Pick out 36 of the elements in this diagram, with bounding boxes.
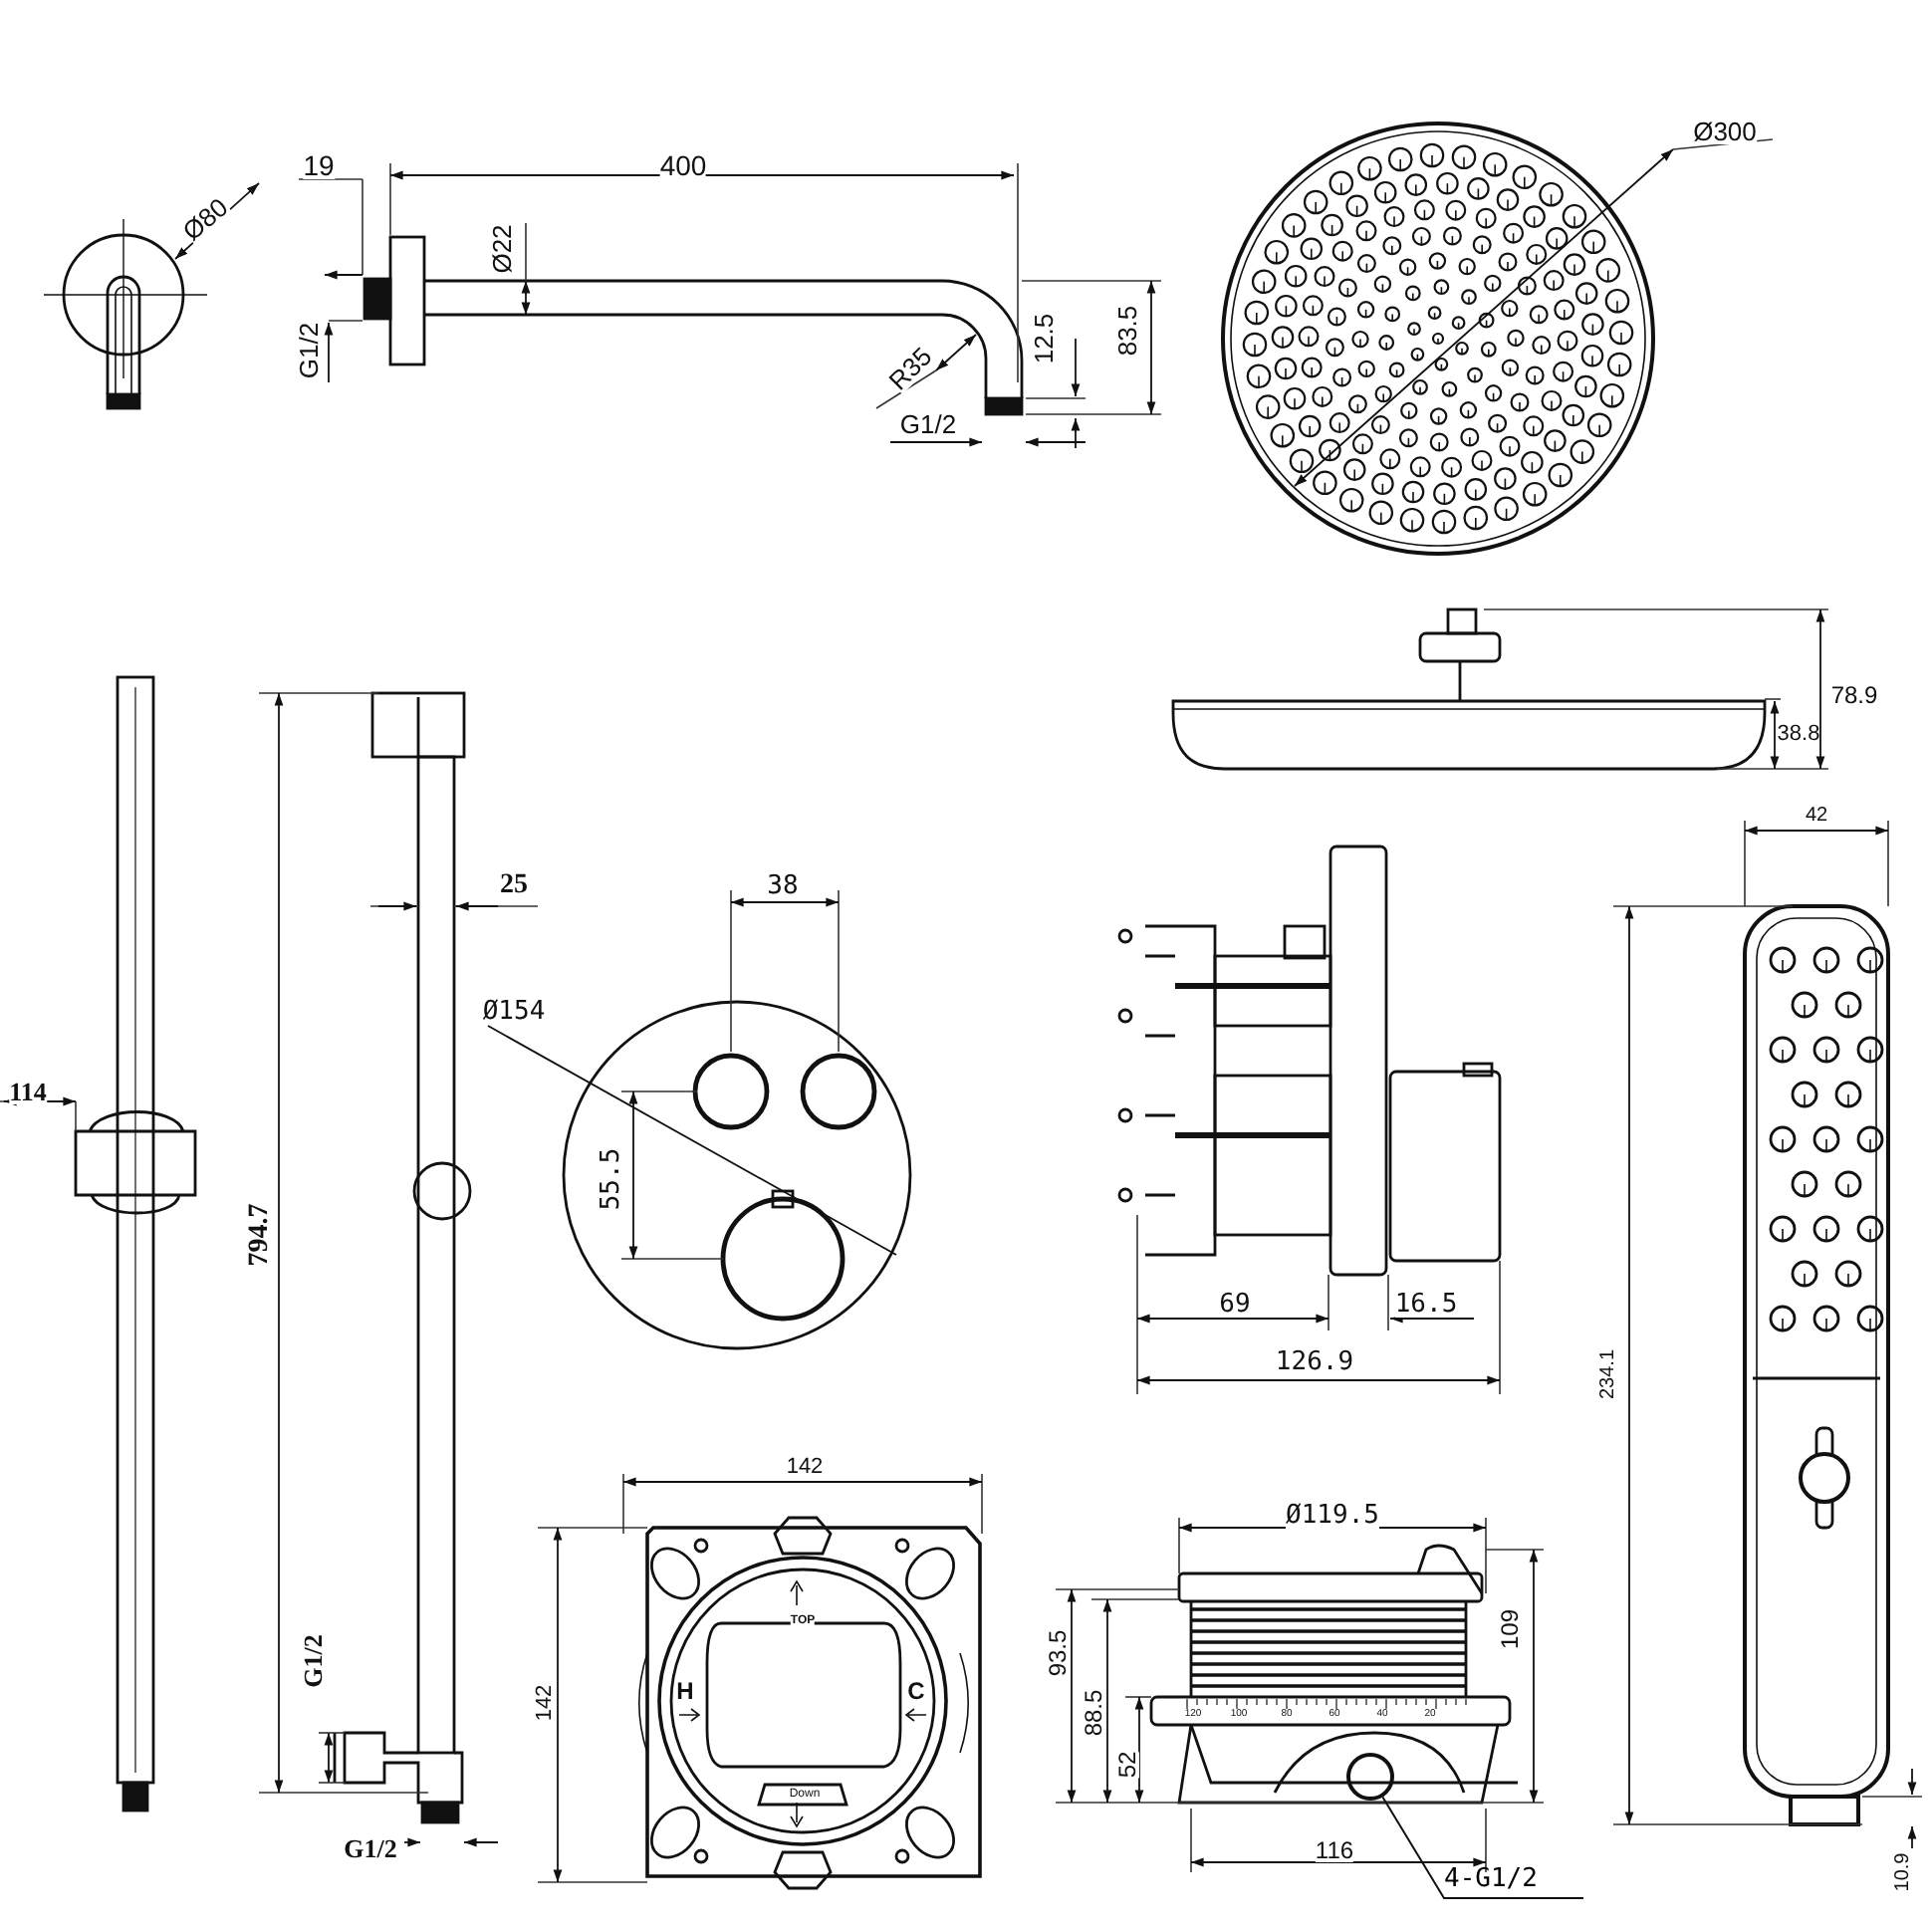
dimension-label: 142	[535, 1684, 557, 1722]
dimension-label: 78.9	[1830, 683, 1878, 707]
dimension-label: 38.8	[1777, 724, 1820, 746]
dimension-label: C	[907, 1679, 925, 1703]
dimension-label: G1/2	[300, 1634, 326, 1688]
dimension-label: 400	[659, 151, 707, 179]
dimension-label: 69	[1219, 1292, 1251, 1318]
dimension-label: G1/2	[344, 1835, 397, 1861]
dimension-label: Ø154	[482, 999, 546, 1025]
dimension-label: 109	[1498, 1608, 1522, 1650]
dimension-label: 142	[786, 1457, 824, 1479]
dimension-label: 83.5	[1114, 305, 1140, 357]
dimension-label: 19	[303, 151, 335, 179]
callout-label: 4-G1/2	[1444, 1862, 1583, 1898]
dimension-label: 88.5	[1082, 1689, 1105, 1737]
dimension-label: 116	[1315, 1838, 1354, 1862]
dimension-label: Ø119.5	[1286, 1503, 1379, 1529]
dimension-label: Ø300	[1693, 119, 1757, 144]
dimension-label: 12.5	[1031, 313, 1057, 364]
dimension-label: G1/2	[296, 322, 322, 379]
dimension-label: R35	[883, 342, 937, 395]
dimension-label: 52	[1115, 1751, 1139, 1779]
dimension-label: 38	[767, 873, 799, 899]
dimension-label: H	[676, 1679, 694, 1703]
dimension-label: 126.9	[1275, 1349, 1354, 1375]
dimension-label: G1/2	[899, 411, 957, 437]
dimension-label: 93.5	[1046, 1629, 1070, 1677]
dimension-label: 42	[1805, 807, 1828, 827]
dimension-label: Ø22	[489, 224, 515, 274]
dimension-label: 234.1	[1599, 1348, 1619, 1400]
dimension-label: 114	[9, 1079, 47, 1104]
dimension-label: 10.9	[1894, 1852, 1914, 1892]
dimension-label: 55.5	[599, 1147, 624, 1211]
dimension-label: 16.5	[1394, 1292, 1458, 1318]
leader-line	[1381, 1796, 1584, 1899]
inlet-port	[1346, 1753, 1394, 1801]
